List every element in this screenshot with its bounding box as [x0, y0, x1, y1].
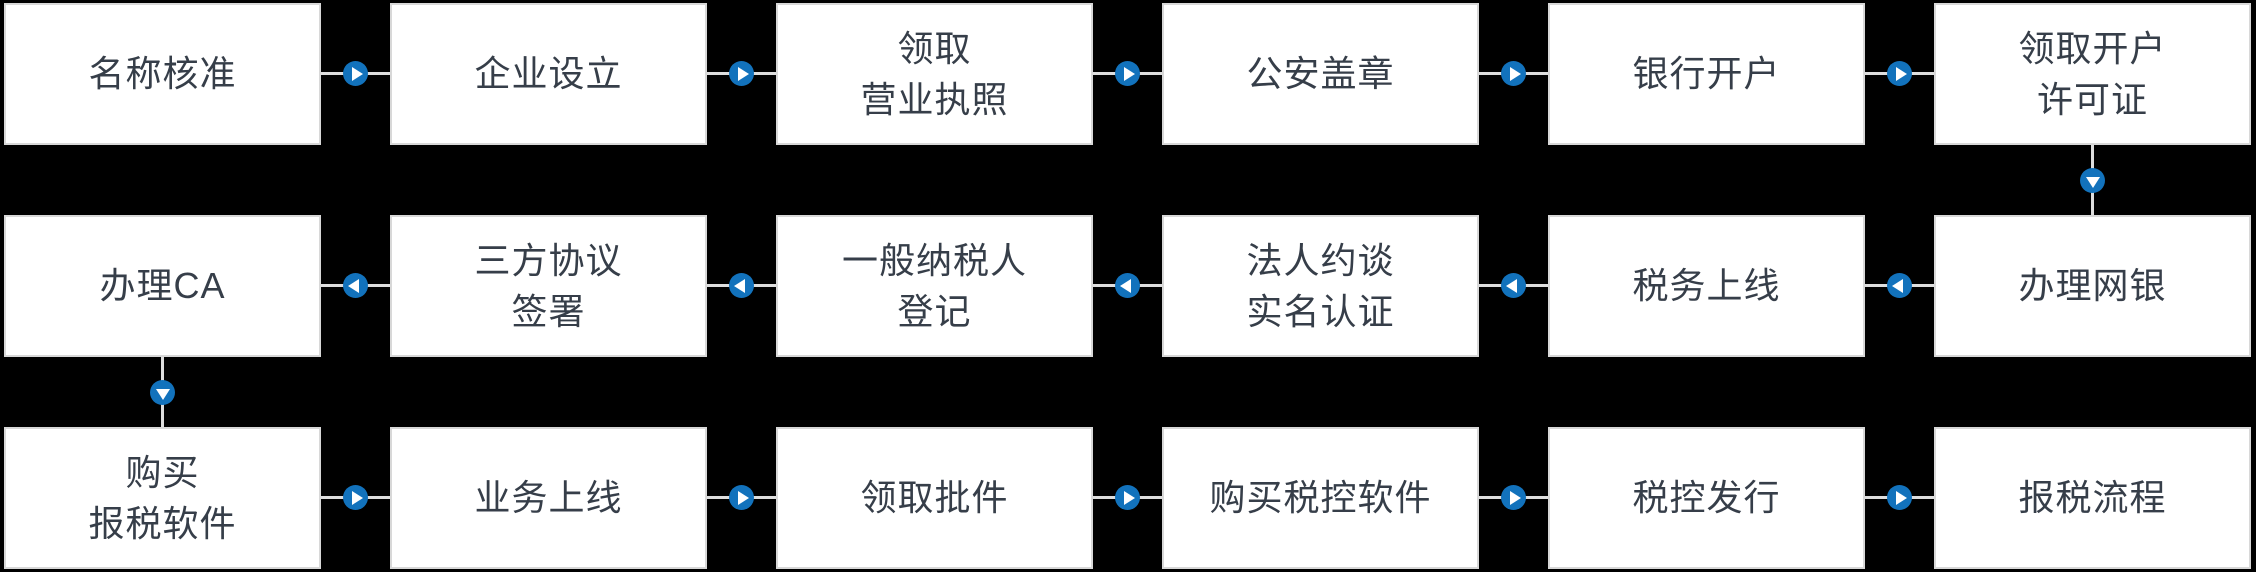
- step-label: 办理CA: [99, 265, 226, 307]
- step-tripartite-agreement: 三方协议 签署: [390, 215, 707, 357]
- arrow-down-icon: [150, 379, 175, 405]
- connector: [1093, 61, 1162, 86]
- step-label: 法人约谈 实名认证: [1246, 239, 1395, 332]
- step-name-approval: 名称核准: [4, 3, 321, 145]
- connector: [1479, 61, 1548, 86]
- step-police-seal: 公安盖章: [1162, 3, 1479, 145]
- connector: [1865, 273, 1934, 298]
- step-label: 企业设立: [474, 53, 623, 95]
- connector: [707, 273, 776, 298]
- step-label: 税控发行: [1632, 477, 1781, 519]
- arrow-left-icon: [1501, 273, 1526, 298]
- step-tax-online: 税务上线: [1548, 215, 1865, 357]
- connector: [321, 485, 390, 510]
- arrow-right-icon: [1887, 61, 1912, 86]
- arrow-right-icon: [1501, 485, 1526, 510]
- arrow-right-icon: [1115, 485, 1140, 510]
- connector: [321, 273, 390, 298]
- step-online-banking: 办理网银: [1934, 215, 2251, 357]
- connector: [707, 61, 776, 86]
- arrow-right-icon: [1115, 61, 1140, 86]
- step-get-business-license: 领取 营业执照: [776, 3, 1093, 145]
- step-label: 一般纳税人 登记: [841, 239, 1027, 332]
- step-tax-control-issuance: 税控发行: [1548, 427, 1865, 569]
- step-company-setup: 企业设立: [390, 3, 707, 145]
- step-label: 领取批件: [860, 477, 1009, 519]
- connector: [321, 61, 390, 86]
- step-label: 银行开户: [1632, 53, 1781, 95]
- step-get-approval-document: 领取批件: [776, 427, 1093, 569]
- arrow-down-icon: [2080, 167, 2105, 193]
- step-label: 领取 营业执照: [860, 27, 1009, 120]
- arrow-left-icon: [1115, 273, 1140, 298]
- step-label: 业务上线: [474, 477, 623, 519]
- connector: [1865, 485, 1934, 510]
- connector: [1093, 273, 1162, 298]
- arrow-right-icon: [1501, 61, 1526, 86]
- step-tax-filing-process: 报税流程: [1934, 427, 2251, 569]
- step-label: 购买 报税软件: [88, 451, 237, 544]
- step-label: 税务上线: [1632, 265, 1781, 307]
- step-legal-person-verification: 法人约谈 实名认证: [1162, 215, 1479, 357]
- connector-row2-to-row3: [150, 357, 175, 427]
- step-business-online: 业务上线: [390, 427, 707, 569]
- step-label: 名称核准: [88, 53, 237, 95]
- arrow-right-icon: [1887, 485, 1912, 510]
- step-general-taxpayer-registration: 一般纳税人 登记: [776, 215, 1093, 357]
- step-ca-processing: 办理CA: [4, 215, 321, 357]
- arrow-right-icon: [343, 61, 368, 86]
- arrow-right-icon: [729, 485, 754, 510]
- step-bank-account: 银行开户: [1548, 3, 1865, 145]
- connector: [1093, 485, 1162, 510]
- step-label: 公安盖章: [1246, 53, 1395, 95]
- step-buy-tax-filing-software: 购买 报税软件: [4, 427, 321, 569]
- step-label: 办理网银: [2018, 265, 2167, 307]
- arrow-left-icon: [1887, 273, 1912, 298]
- arrow-left-icon: [729, 273, 754, 298]
- step-label: 领取开户 许可证: [2018, 27, 2167, 120]
- connector-row1-to-row2: [2080, 145, 2105, 215]
- arrow-left-icon: [343, 273, 368, 298]
- connector: [1479, 485, 1548, 510]
- arrow-right-icon: [729, 61, 754, 86]
- arrow-right-icon: [343, 485, 368, 510]
- step-label: 报税流程: [2018, 477, 2167, 519]
- connector: [1865, 61, 1934, 86]
- step-label: 三方协议 签署: [474, 239, 623, 332]
- connector: [1479, 273, 1548, 298]
- step-buy-tax-control-software: 购买税控软件: [1162, 427, 1479, 569]
- step-label: 购买税控软件: [1209, 477, 1432, 519]
- connector: [707, 485, 776, 510]
- step-account-permit: 领取开户 许可证: [1934, 3, 2251, 145]
